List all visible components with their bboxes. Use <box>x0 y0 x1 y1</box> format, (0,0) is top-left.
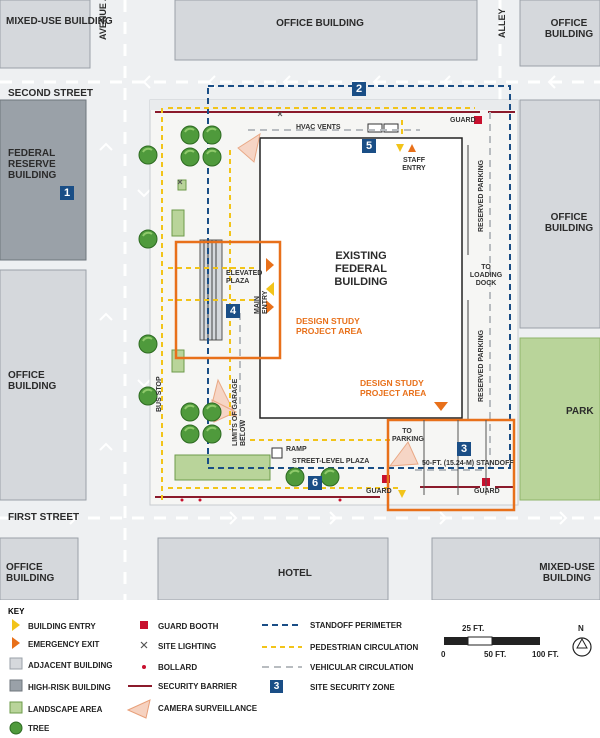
existing-federal-building <box>259 137 463 419</box>
label-ramp: RAMP <box>286 446 307 453</box>
design-study-area-right <box>386 418 516 512</box>
label-standoff: 50-FT. (15.24-m) STANDOFF <box>422 460 514 467</box>
street-markings <box>0 0 600 600</box>
label-limits-of-garage: LIMITS OF GARAGE BELOW <box>232 378 247 446</box>
label-mixed-use-building-br: MIXED-USE BUILDING <box>539 562 595 584</box>
label-federal-reserve: FEDERAL RESERVE BUILDING <box>8 148 57 181</box>
zone-1-badge: 1 <box>60 186 74 200</box>
label-street-level-plaza: STREET-LEVEL PLAZA <box>292 458 370 465</box>
label-guard-bottom-right: GUARD <box>474 488 500 495</box>
adjacent-buildings <box>0 0 600 600</box>
legend-guard-booth: GUARD BOOTH <box>158 622 219 631</box>
label-office-building-right: OFFICE BUILDING <box>544 212 594 234</box>
zone-3-badge: 3 <box>457 442 471 456</box>
label-park: PARK <box>566 406 594 417</box>
street-arrows <box>69 75 568 525</box>
legend-zone-badge: 3 <box>270 680 283 693</box>
label-guard-top: GUARD <box>450 117 476 124</box>
site-plan-drawing <box>0 0 600 600</box>
zone-4-badge: 4 <box>226 304 240 318</box>
label-first-street: FIRST STREET <box>8 512 80 523</box>
legend-security-barrier: SECURITY BARRIER <box>158 682 237 691</box>
label-elevated-plaza: ELEVATED PLAZA <box>226 270 263 285</box>
label-reserved-parking-bottom: RESERVED PARKING <box>478 329 485 402</box>
scale-label-50: 50 FT. <box>484 650 507 659</box>
label-alley: ALLEY <box>497 8 507 38</box>
label-mixed-use-building-tl: MIXED-USE BUILDING <box>6 16 113 27</box>
label-design-study-left: DESIGN STUDY PROJECT AREA <box>296 316 363 336</box>
zone-2-badge: 2 <box>352 82 366 96</box>
label-reserved-parking-top: RESERVED PARKING <box>478 159 485 232</box>
label-design-study-right: DESIGN STUDY PROJECT AREA <box>360 378 427 398</box>
legend-pedestrian-circulation: PEDESTRIAN CIRCULATION <box>310 643 419 652</box>
zone-5-badge: 5 <box>362 139 376 153</box>
landscape-areas <box>171 179 271 481</box>
security-barrier <box>155 111 515 498</box>
label-bus-stop: BUS STOP <box>156 376 163 412</box>
vehicular-circulation <box>239 112 491 471</box>
legend-high-risk-building: HIGH-RISK BUILDING <box>28 683 111 692</box>
label-office-building-left: OFFICE BUILDING <box>8 370 57 392</box>
zone-6-badge: 6 <box>308 476 322 490</box>
legend: KEY BUILDING ENTRY EMERGENCY EXIT ADJACE… <box>0 600 600 738</box>
label-hotel: HOTEL <box>278 568 312 579</box>
label-office-building-tr: OFFICE BUILDING <box>544 18 594 40</box>
label-office-building-bl: OFFICE BUILDING <box>6 562 55 584</box>
design-study-area-left <box>174 240 282 360</box>
label-existing-federal-building: EXISTING FEDERAL BUILDING <box>334 250 388 288</box>
scale-label-100: 100 FT. <box>532 650 559 659</box>
label-second-street: SECOND STREET <box>8 88 94 99</box>
legend-site-lighting: SITE LIGHTING <box>158 642 217 651</box>
label-avenue-a: AVENUE A <box>98 0 108 40</box>
legend-standoff-perimeter: STANDOFF PERIMETER <box>310 621 402 630</box>
label-office-building-top: OFFICE BUILDING <box>276 18 364 29</box>
legend-building-entry: BUILDING ENTRY <box>28 622 96 631</box>
legend-emergency-exit: EMERGENCY EXIT <box>28 640 100 649</box>
label-to-loading-dock: TO LOADING DOCK <box>469 264 503 287</box>
scale-label-25: 25 FT. <box>462 624 485 633</box>
entry-exit-markers <box>266 144 448 498</box>
legend-landscape-area: LANDSCAPE AREA <box>28 705 103 714</box>
north-arrow-label: N <box>578 624 584 633</box>
legend-tree: TREE <box>28 724 50 733</box>
legend-adjacent-building: ADJACENT BUILDING <box>28 661 113 670</box>
label-to-parking: TO PARKING <box>392 428 424 443</box>
label-hvac-vents: HVAC VENTS <box>296 124 341 131</box>
legend-symbols <box>9 619 592 735</box>
site-plan-map: MIXED-USE BUILDING OFFICE BUILDING OFFIC… <box>0 0 600 600</box>
pedestrian-circulation <box>161 107 475 500</box>
label-main-entry: MAIN ENTRY <box>254 290 269 314</box>
legend-site-security-zone: SITE SECURITY ZONE <box>310 683 395 692</box>
legend-camera-surveillance: CAMERA SURVEILLANCE <box>158 704 258 713</box>
standoff-perimeter <box>207 85 511 469</box>
label-guard-bottom-left: GUARD <box>366 488 392 495</box>
label-staff-entry: STAFF ENTRY <box>402 157 426 172</box>
park-area <box>519 337 600 501</box>
site-lighting <box>177 111 283 185</box>
scale-label-0: 0 <box>441 650 446 659</box>
legend-bollard: BOLLARD <box>158 663 198 672</box>
legend-vehicular-circulation: VEHICULAR CIRCULATION <box>310 663 414 672</box>
legend-title: KEY <box>8 607 25 616</box>
federal-reserve-building <box>0 99 87 261</box>
